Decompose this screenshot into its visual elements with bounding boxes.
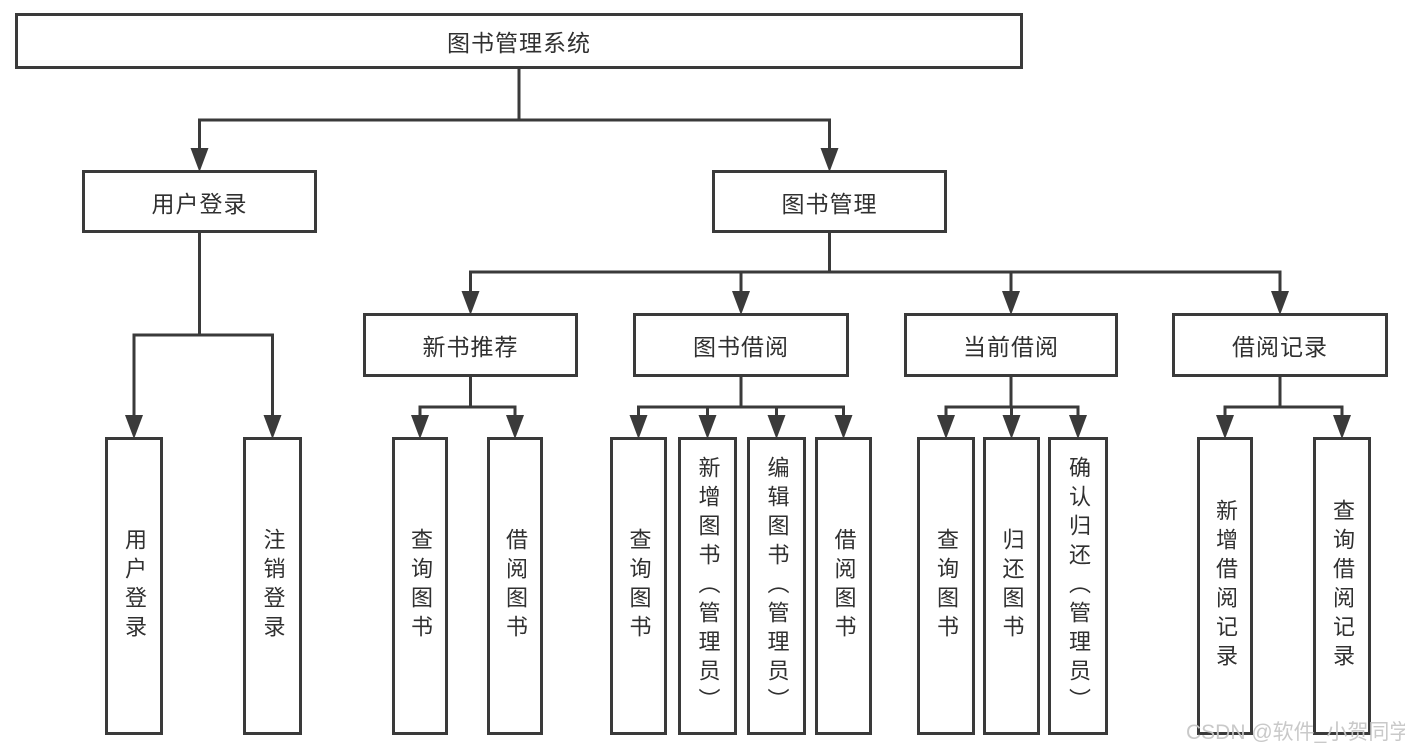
arrowhead-icon xyxy=(1271,291,1289,315)
arrowhead-icon xyxy=(1002,291,1020,315)
node-leaf-return-book: 归还图书 xyxy=(983,437,1040,735)
node-user-login: 用户登录 xyxy=(82,170,317,233)
node-leaf-query-book-2: 查询图书 xyxy=(610,437,667,735)
node-leaf-borrow-book-2: 借阅图书 xyxy=(815,437,872,735)
arrowhead-icon xyxy=(820,148,839,172)
arrowhead-icon xyxy=(698,415,717,439)
arrowhead-icon xyxy=(461,291,480,315)
arrowhead-icon xyxy=(190,148,209,172)
node-leaf-query-book-1: 查询图书 xyxy=(392,437,448,735)
arrowhead-icon xyxy=(937,415,955,439)
arrowhead-icon xyxy=(1002,415,1021,439)
arrowhead-icon xyxy=(1333,415,1351,439)
node-root: 图书管理系统 xyxy=(15,13,1023,69)
arrowhead-icon xyxy=(834,415,853,439)
node-leaf-query-borrow-record: 查询借阅记录 xyxy=(1313,437,1371,735)
node-leaf-logout: 注销登录 xyxy=(243,437,302,735)
arrowhead-icon xyxy=(263,415,282,439)
node-book-management: 图书管理 xyxy=(712,170,947,233)
arrowhead-icon xyxy=(411,415,429,439)
arrowhead-icon xyxy=(506,415,524,439)
node-leaf-add-borrow-record: 新增借阅记录 xyxy=(1197,437,1253,735)
node-book-borrowing: 图书借阅 xyxy=(633,313,849,377)
arrowhead-icon xyxy=(629,415,648,439)
node-leaf-borrow-book-1: 借阅图书 xyxy=(487,437,543,735)
node-leaf-user-login: 用户登录 xyxy=(105,437,163,735)
node-leaf-query-book-3: 查询图书 xyxy=(917,437,975,735)
node-leaf-confirm-return: 确认归还（管理员） xyxy=(1048,437,1108,735)
arrowhead-icon xyxy=(125,415,143,439)
node-borrowing-records: 借阅记录 xyxy=(1172,313,1388,377)
node-leaf-edit-book: 编辑图书（管理员） xyxy=(747,437,806,735)
node-new-book-recommend: 新书推荐 xyxy=(363,313,578,377)
arrowhead-icon xyxy=(732,291,750,315)
arrowhead-icon xyxy=(767,415,786,439)
node-current-borrowing: 当前借阅 xyxy=(904,313,1118,377)
arrowhead-icon xyxy=(1069,415,1087,439)
watermark: CSDN @软件_小贺同学 xyxy=(1186,721,1405,744)
node-leaf-add-book: 新增图书（管理员） xyxy=(678,437,737,735)
arrowhead-icon xyxy=(1216,415,1234,439)
